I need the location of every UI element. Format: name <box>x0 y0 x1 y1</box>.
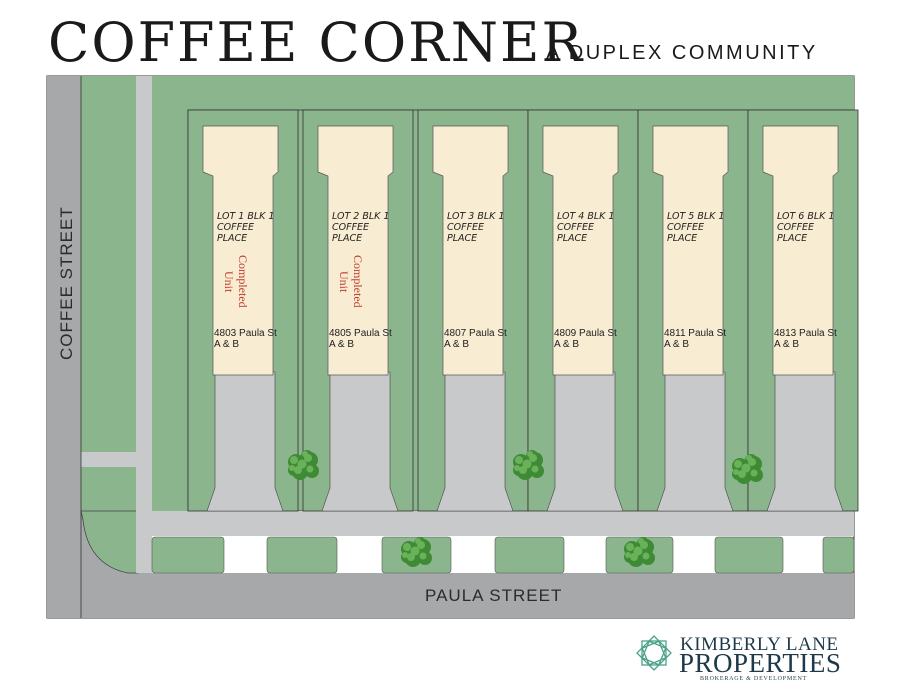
coffee-sidewalk <box>136 76 152 573</box>
lot-address-units: A & B <box>444 339 469 350</box>
lot-label-coffee: COFFEE <box>777 222 814 233</box>
paula-sidewalk <box>138 511 854 536</box>
grass-strip <box>822 536 855 574</box>
lot-label-place: PLACE <box>447 233 477 244</box>
lot-label-place: PLACE <box>777 233 807 244</box>
duplex-building <box>542 125 619 376</box>
tree-icon <box>401 537 432 567</box>
paula-street-label: PAULA STREET <box>425 586 562 605</box>
lot-label: LOT 3 BLK 1 <box>447 211 504 222</box>
logo-tagline: BROKERAGE & DEVELOPMENT <box>700 676 808 682</box>
coffee-street-label: COFFEE STREET <box>57 206 76 360</box>
duplex-building <box>317 125 394 376</box>
lot-address-units: A & B <box>664 339 689 350</box>
driveway <box>656 371 734 512</box>
grass-strip <box>714 536 784 574</box>
lot-label: LOT 5 BLK 1 <box>667 211 724 222</box>
lot-address: 4803 Paula St <box>214 328 277 339</box>
grass-strip <box>494 536 565 574</box>
lot-address-units: A & B <box>214 339 239 350</box>
lot-label-place: PLACE <box>217 233 247 244</box>
completed-status-unit: Unit <box>222 271 236 293</box>
driveway <box>766 371 844 512</box>
tree-icon <box>288 450 319 480</box>
lot-address: 4811 Paula St <box>664 328 726 339</box>
completed-status: Completed <box>351 255 365 308</box>
lot-label-coffee: COFFEE <box>667 222 704 233</box>
lot-address-units: A & B <box>774 339 799 350</box>
duplex-building <box>762 125 839 376</box>
driveway <box>206 371 284 512</box>
logo-name: KIMBERLY LANE <box>680 634 839 655</box>
lot-address: 4805 Paula St <box>329 328 392 339</box>
lot-label-place: PLACE <box>667 233 697 244</box>
tree-icon <box>513 450 544 480</box>
corner-grass-curve <box>80 510 139 574</box>
lot-label: LOT 6 BLK 1 <box>777 211 834 222</box>
lot-label: LOT 4 BLK 1 <box>557 211 614 222</box>
logo-mark-icon <box>636 635 672 671</box>
lot-label-coffee: COFFEE <box>332 222 369 233</box>
lot-label-place: PLACE <box>557 233 587 244</box>
lot-label-place: PLACE <box>332 233 362 244</box>
completed-status-unit: Unit <box>337 271 351 293</box>
coffee-street-road <box>47 76 81 618</box>
lot-label-coffee: COFFEE <box>557 222 594 233</box>
lot-address: 4807 Paula St <box>444 328 507 339</box>
page-title: COFFEE CORNER <box>48 11 585 74</box>
duplex-building <box>202 125 279 376</box>
driveway <box>436 371 514 512</box>
lot-label-coffee: COFFEE <box>217 222 254 233</box>
grass-strip <box>266 536 338 574</box>
lot-label: LOT 1 BLK 1 <box>217 211 274 222</box>
lot-label: LOT 2 BLK 1 <box>332 211 389 222</box>
driveway <box>546 371 624 512</box>
lot-address-units: A & B <box>329 339 354 350</box>
duplex-building <box>432 125 509 376</box>
lot-label-coffee: COFFEE <box>447 222 484 233</box>
lot-address-units: A & B <box>554 339 579 350</box>
completed-status: Completed <box>236 255 250 308</box>
tree-icon <box>732 454 763 484</box>
duplex-building <box>652 125 729 376</box>
paula-street-road <box>47 573 854 618</box>
corner-grass <box>81 76 138 511</box>
grass-strip <box>151 536 225 574</box>
lot-address: 4809 Paula St <box>554 328 617 339</box>
page-subtitle: A DUPLEX COMMUNITY <box>546 42 818 64</box>
side-path <box>81 452 136 467</box>
driveway <box>321 371 399 512</box>
lot-address: 4813 Paula St <box>774 328 837 339</box>
logo-properties: PROPERTIES <box>679 648 842 678</box>
tree-icon <box>624 537 655 567</box>
